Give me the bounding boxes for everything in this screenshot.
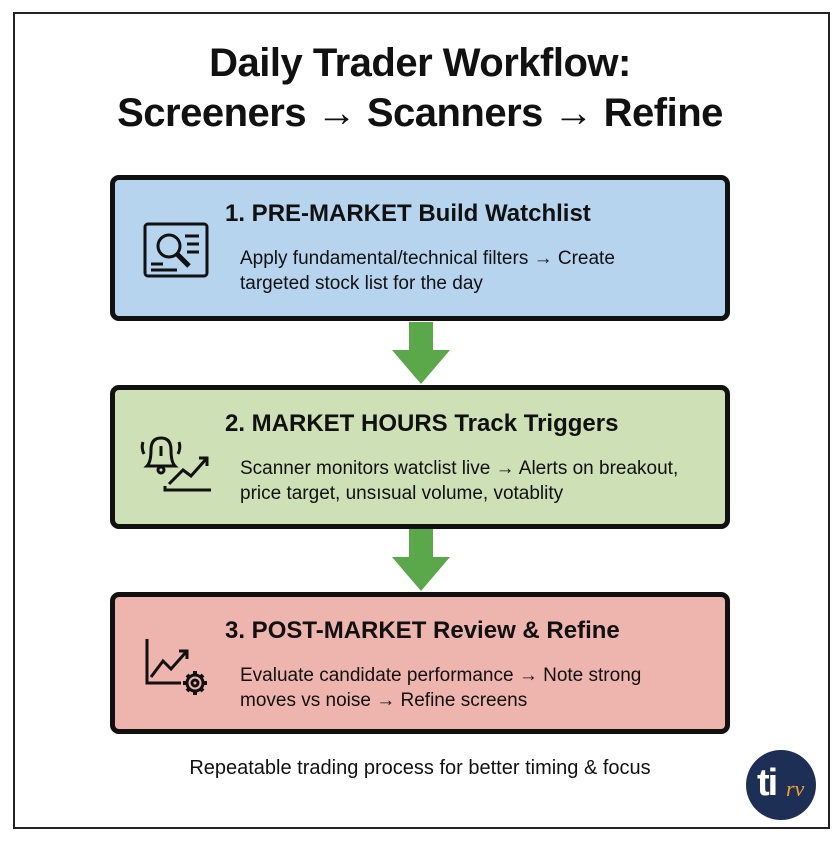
step-heading: 1. PRE-MARKET Build Watchlist <box>225 200 591 227</box>
alert-bell-chart-icon <box>140 436 211 492</box>
step-heading: 3. POST-MARKET Review & Refine <box>225 617 620 644</box>
down-arrow-icon <box>392 529 450 591</box>
step-pre-market: 1. PRE-MARKET Build Watchlist Apply fund… <box>110 175 730 321</box>
logo-text-main: ti <box>757 762 778 804</box>
step-description: Scanner monitors watclist live → Alerts … <box>240 458 679 504</box>
page-frame <box>13 12 830 829</box>
screener-search-icon <box>143 222 209 278</box>
step-description: Evaluate candidate performance → Note st… <box>240 665 642 711</box>
footer-caption: Repeatable trading process for better ti… <box>189 757 651 779</box>
step-market-hours: 2. MARKET HOURS Track Triggers Scanner m… <box>110 385 730 529</box>
down-arrow-icon <box>392 322 450 384</box>
tirv-logo: ti rv <box>746 750 816 820</box>
title-line-2: Screeners → Scanners → Refine <box>117 91 723 135</box>
logo-text-accent: rv <box>786 776 805 801</box>
title-line-1: Daily Trader Workflow: <box>209 41 631 85</box>
step-heading: 2. MARKET HOURS Track Triggers <box>225 410 619 437</box>
page-title: Daily Trader Workflow: Screeners → Scann… <box>0 38 840 138</box>
chart-gear-icon <box>145 639 207 695</box>
step-post-market: 3. POST-MARKET Review & Refine Evaluate … <box>110 592 730 734</box>
step-description: Apply fundamental/technical filters → Cr… <box>240 248 615 294</box>
